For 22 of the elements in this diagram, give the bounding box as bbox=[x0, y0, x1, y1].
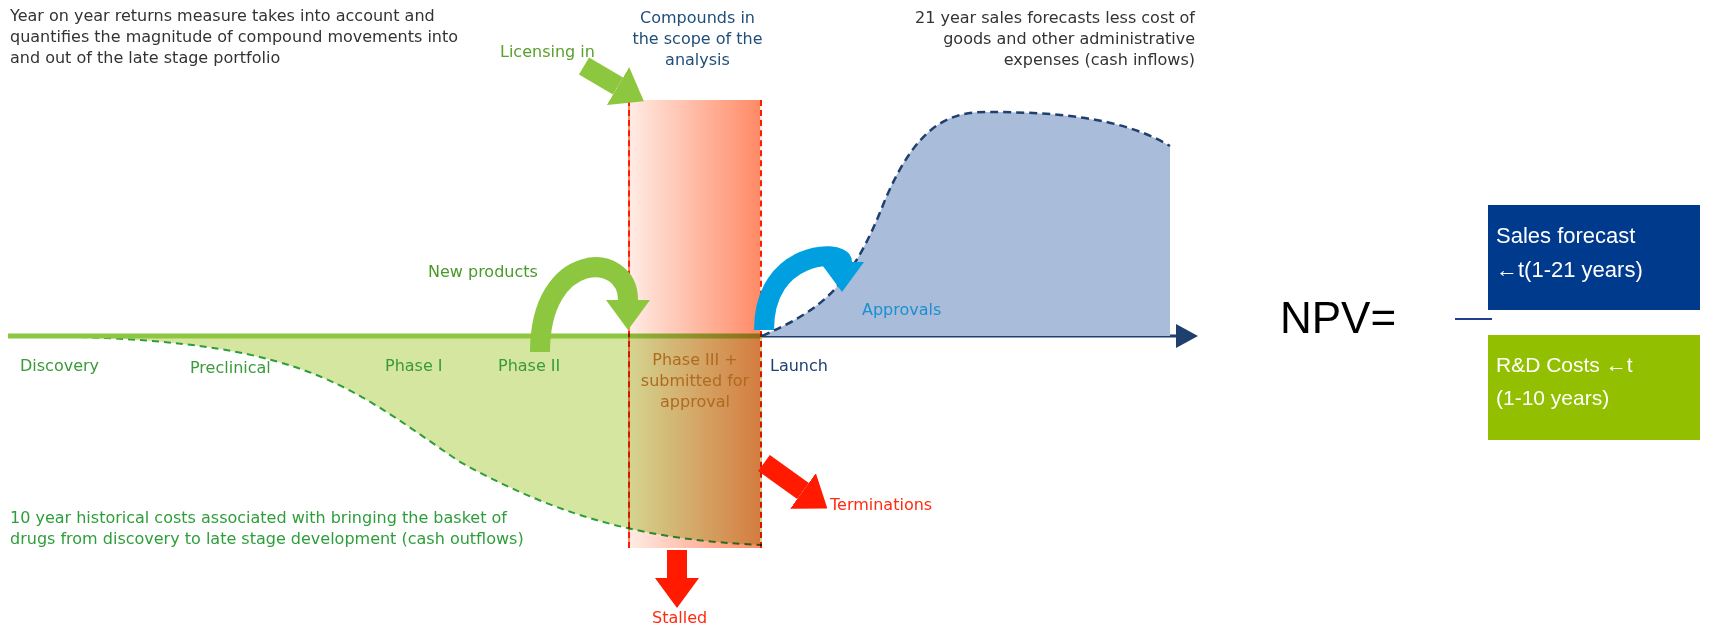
stage-label: Phase I bbox=[385, 356, 443, 377]
formula-box: Sales forecast ←t(1-21 years) bbox=[1488, 205, 1700, 310]
formula-box: R&D Costs ←t (1-10 years) bbox=[1488, 335, 1700, 440]
block-arrow bbox=[530, 257, 650, 353]
paragraph-text: 21 year sales forecasts less cost of goods and other administrative expenses (cash inflows) bbox=[914, 8, 1195, 71]
block-arrow bbox=[578, 57, 644, 105]
stage-label: Launch bbox=[770, 356, 828, 377]
paragraph-text: Year on year returns measure takes into account and quantifies the magnitude of compound movements into and out of the late stage portfolio bbox=[10, 6, 460, 69]
block-arrow bbox=[758, 454, 828, 509]
arrow-label: Terminations bbox=[830, 495, 933, 516]
arrow-label: Stalled bbox=[652, 608, 708, 629]
stage-label: Phase II bbox=[498, 356, 561, 377]
heading-text: Compounds in the scope of the analysis bbox=[631, 8, 764, 71]
arrow-label: Licensing in bbox=[500, 42, 595, 63]
edge-label: New products bbox=[428, 262, 538, 283]
stage-label: Preclinical bbox=[190, 358, 271, 379]
stage-label: Discovery bbox=[20, 356, 100, 377]
edge-label: Approvals bbox=[862, 300, 942, 321]
block-arrow bbox=[655, 550, 699, 608]
paragraph-text: 10 year historical costs associated with bringing the basket of drugs from discovery to late stage development (cash outflows) bbox=[10, 508, 525, 550]
block-arrow bbox=[754, 246, 862, 331]
formula-text: NPV= bbox=[1280, 292, 1397, 344]
